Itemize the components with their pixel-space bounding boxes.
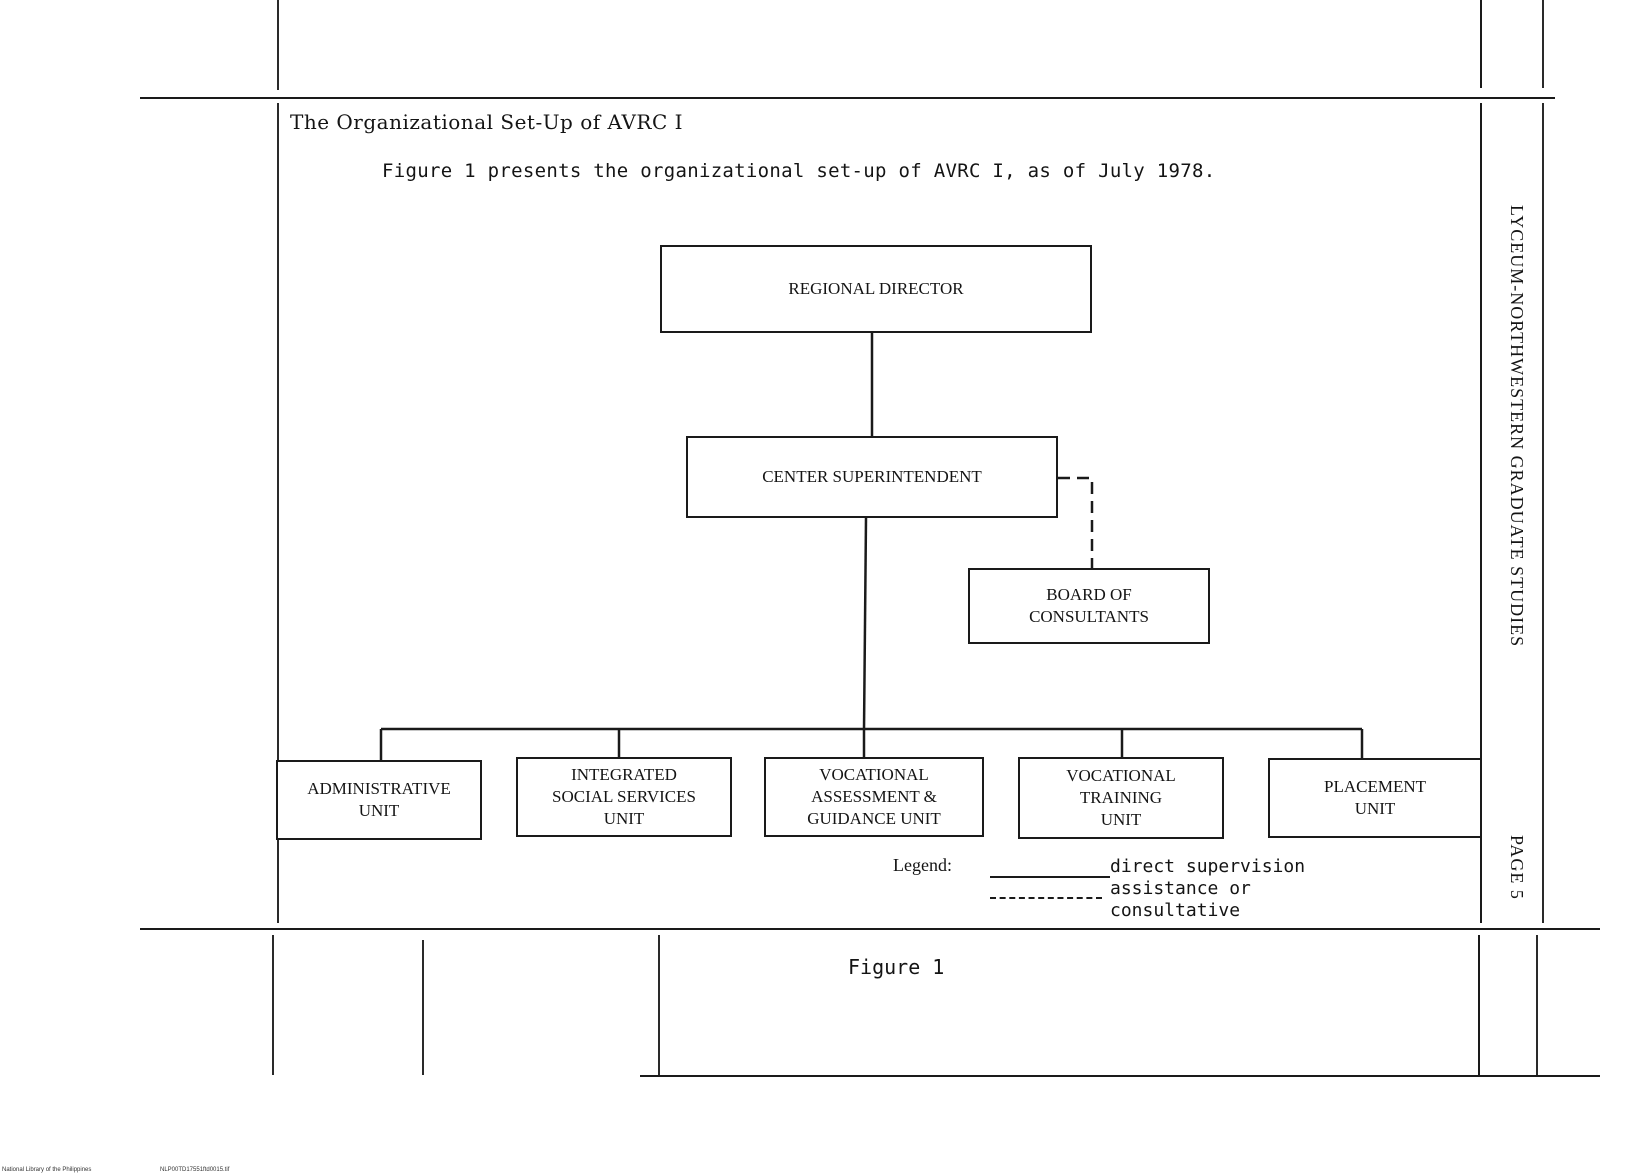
node-vocational-training-unit: VOCATIONAL TRAINING UNIT [1018,757,1224,839]
node-integrated-social-services-unit: INTEGRATED SOCIAL SERVICES UNIT [516,757,732,837]
node-vocational-assessment-guidance-unit-label: VOCATIONAL ASSESSMENT & GUIDANCE UNIT [807,765,941,828]
page-heading: The Organizational Set-Up of AVRC I [290,110,684,134]
frame-inner-left-bottom [422,940,424,1075]
frame-outer-right-top [1542,0,1544,88]
frame-bottom-rule [140,928,1600,930]
node-administrative-unit: ADMINISTRATIVE UNIT [276,760,482,840]
node-regional-director-label: REGIONAL DIRECTOR [788,279,964,298]
frame-inner-mid-bottom [658,935,660,1075]
footer-filename: NLP00TD17551ftd0015.tif [160,1167,230,1173]
node-integrated-social-services-unit-label: INTEGRATED SOCIAL SERVICES UNIT [552,765,696,828]
footer-source: National Library of the Philippines [2,1167,92,1173]
node-placement-unit: PLACEMENT UNIT [1268,758,1480,838]
intro-sentence: Figure 1 presents the organizational set… [382,160,1216,182]
frame-right-edge-top [1480,0,1482,88]
node-administrative-unit-label: ADMINISTRATIVE UNIT [307,779,451,820]
side-banner: LYCEUM-NORTHWESTERN GRADUATE STUDIES [1507,205,1527,648]
frame-outer-right [1542,103,1544,923]
node-board-of-consultants: BOARD OF CONSULTANTS [968,568,1210,644]
legend-dashed-label: assistance or consultative [1110,878,1251,921]
frame-top-rule [140,97,1555,99]
frame-right-edge-bottom [1478,935,1480,1075]
legend-solid-line [990,876,1110,878]
frame-right-edge [1480,103,1482,923]
page-label: PAGE 5 [1507,835,1527,900]
frame-left-edge-top [277,0,279,90]
legend-title: Legend: [893,855,952,875]
legend-dashed-line [990,897,1102,899]
frame-left-edge [277,103,279,923]
legend-solid-label: direct supervision [1110,856,1306,877]
node-regional-director: REGIONAL DIRECTOR [660,245,1092,333]
node-center-superintendent-label: CENTER SUPERINTENDENT [762,467,982,486]
node-center-superintendent: CENTER SUPERINTENDENT [686,436,1058,518]
frame-outer-right-bottom [1536,935,1538,1075]
node-placement-unit-label: PLACEMENT UNIT [1324,777,1426,818]
node-board-of-consultants-label: BOARD OF CONSULTANTS [1029,585,1149,626]
frame-left-edge-bottom [272,935,274,1075]
edge-superintendent-trunk [862,517,868,731]
figure-caption: Figure 1 [848,955,945,979]
node-vocational-assessment-guidance-unit: VOCATIONAL ASSESSMENT & GUIDANCE UNIT [764,757,984,837]
node-vocational-training-unit-label: VOCATIONAL TRAINING UNIT [1066,766,1176,829]
frame-base-rule [640,1075,1600,1077]
edge-superintendent-to-board [1058,476,1094,568]
